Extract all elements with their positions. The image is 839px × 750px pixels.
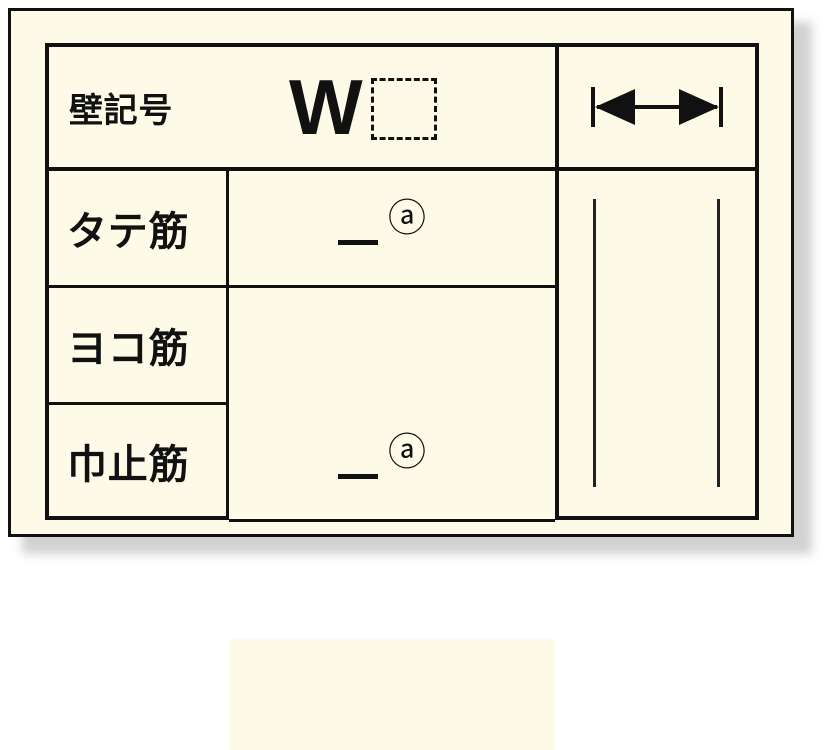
spacing-value-blank-horizontal-bar[interactable] bbox=[337, 473, 378, 479]
wall-mark-input[interactable] bbox=[370, 78, 437, 140]
wall-face-line-right bbox=[717, 199, 720, 487]
row-label-cell-horizontal-bar: ヨコ筋 bbox=[49, 288, 229, 405]
row-value-cell-spacer-bar[interactable] bbox=[229, 639, 555, 750]
wall-rebar-schedule-card: 壁記号 W bbox=[8, 8, 794, 750]
row-label-cell-spacer-bar: 巾止筋 bbox=[49, 405, 229, 516]
row-label-horizontal-bar: ヨコ筋 bbox=[67, 326, 190, 372]
spacing-notation-vertical-bar: ⓐ bbox=[229, 171, 555, 285]
wall-section-diagram bbox=[559, 171, 755, 516]
spacing-notation-horizontal-bar: ⓐ bbox=[229, 405, 555, 519]
wall-mark-prefix: W bbox=[289, 62, 363, 151]
wall-mark-label-cell: 壁記号 bbox=[49, 47, 555, 171]
spacing-value-blank-vertical-bar[interactable] bbox=[337, 239, 378, 245]
at-symbol-vertical-bar: ⓐ bbox=[387, 196, 426, 240]
wall-mark-label: 壁記号 bbox=[69, 90, 174, 131]
at-symbol-horizontal-bar: ⓐ bbox=[387, 430, 426, 474]
wall-face-line-left bbox=[593, 199, 596, 487]
row-value-cell-horizontal-bar[interactable]: ⓐ bbox=[229, 405, 555, 522]
row-value-cell-vertical-bar[interactable]: ⓐ bbox=[229, 171, 555, 288]
wall-section-diagram-column bbox=[555, 47, 755, 516]
wall-mark-value-cell: W bbox=[229, 47, 555, 171]
wall-rebar-schedule-table: 壁記号 W bbox=[45, 43, 759, 750]
spacing-notation-spacer-bar bbox=[229, 639, 555, 750]
wall-thickness-dimension-cell bbox=[559, 47, 755, 171]
row-label-spacer-bar: 巾止筋 bbox=[67, 441, 190, 488]
dimension-double-arrow-icon bbox=[591, 87, 723, 127]
row-label-vertical-bar: タテ筋 bbox=[67, 209, 190, 255]
row-label-cell-vertical-bar: タテ筋 bbox=[49, 171, 229, 288]
